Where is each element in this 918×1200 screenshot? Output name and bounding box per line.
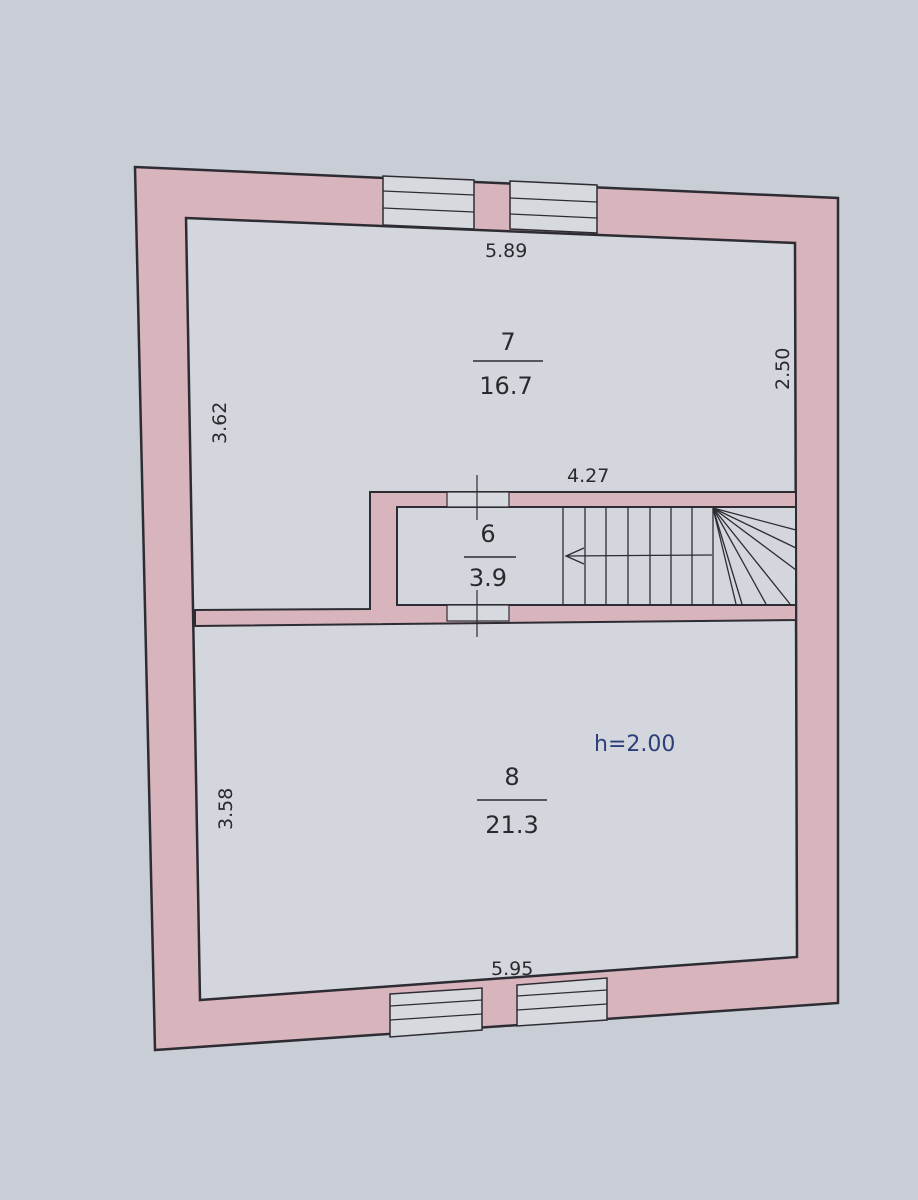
room-6-label: 6 3.9 (464, 520, 516, 592)
room-8-label: 8 21.3 (477, 763, 547, 839)
dimension-right-upper: 2.50 (772, 348, 794, 390)
room-area: 16.7 (479, 372, 532, 400)
ceiling-height-note: h=2.00 (594, 732, 675, 757)
dimension-bottom-wall: 5.95 (491, 958, 533, 980)
room-area: 21.3 (485, 811, 538, 839)
room-number: 7 (500, 328, 515, 356)
doorway-top (446, 491, 510, 508)
room-area: 3.9 (469, 564, 507, 592)
room-number: 6 (480, 520, 495, 548)
top-window-left (382, 175, 475, 230)
bottom-window-left (389, 987, 483, 1038)
doorway-bottom (446, 604, 510, 622)
top-window-right (509, 180, 598, 234)
dimension-left-lower: 3.58 (215, 788, 237, 830)
dimension-stair-wall: 4.27 (567, 465, 609, 487)
room-7-label: 7 16.7 (473, 328, 543, 400)
staircase (562, 507, 797, 605)
bottom-window-right (516, 977, 608, 1027)
dimension-top-wall: 5.89 (485, 240, 527, 262)
room-number: 8 (504, 763, 519, 791)
dimension-left-upper: 3.62 (209, 402, 231, 444)
